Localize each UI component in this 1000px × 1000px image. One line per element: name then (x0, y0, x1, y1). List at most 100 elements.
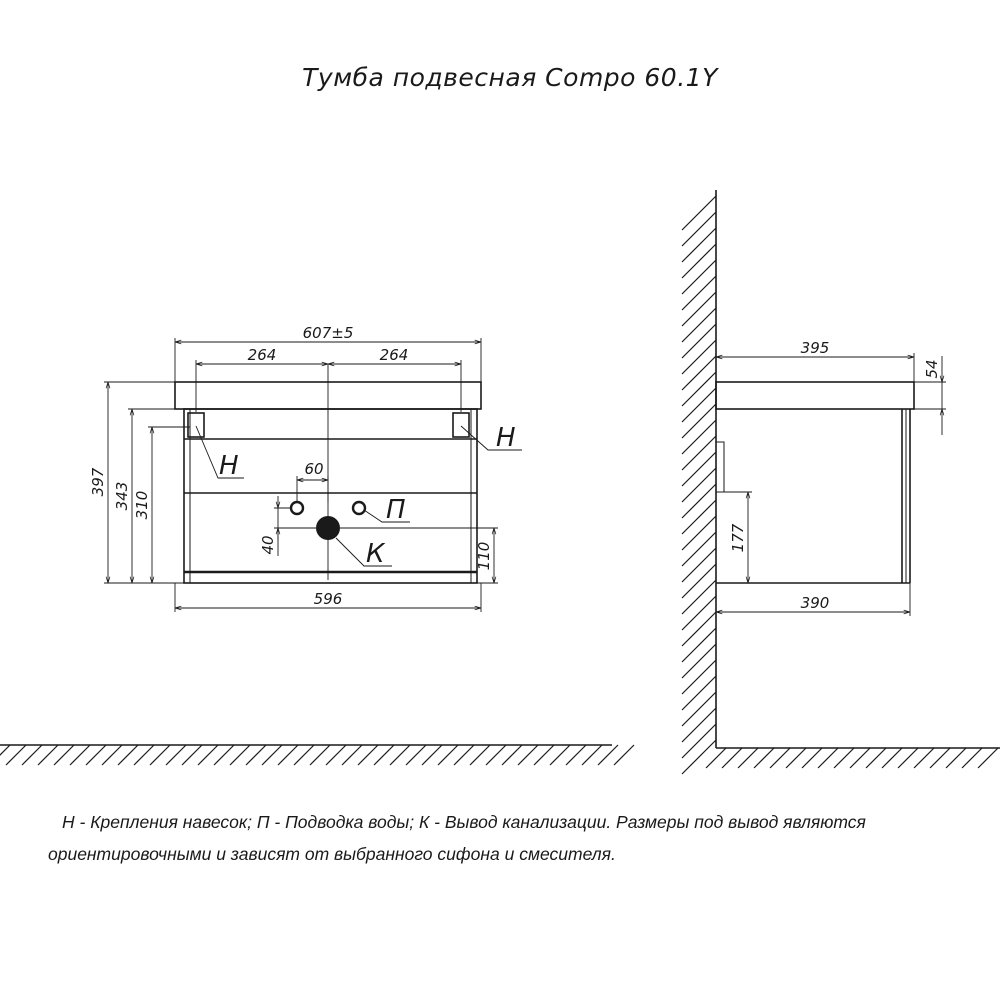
label-hanger-left: Н (219, 451, 239, 481)
dim-height-a: 343 (113, 482, 131, 511)
wall-hatch-line (681, 579, 717, 615)
wall-hatch-line (681, 531, 717, 567)
wall-hatch-line (681, 259, 717, 295)
floor-hatch-line (389, 744, 411, 766)
wall-hatch-line (681, 547, 717, 583)
legend-note-line1: Н - Крепления навесок; П - Подводка воды… (62, 812, 866, 832)
wall-hatch-line (681, 691, 717, 727)
floor-hatch-line (277, 744, 299, 766)
floor-hatch-line (517, 744, 539, 766)
front-view: 607±5 264 264 397 343 310 60 40 (89, 324, 522, 612)
floor-hatch-line (165, 744, 187, 766)
floor-hatch-line (229, 744, 251, 766)
floor-hatch-line (261, 744, 283, 766)
wall-hatch-line (681, 499, 717, 535)
floor-hatch-line (565, 744, 587, 766)
wall-hatch-line (681, 419, 717, 455)
dim-cutout-height: 177 (729, 523, 747, 552)
floor-hatch-line (849, 747, 871, 769)
floor-hatch-line (101, 744, 123, 766)
label-hanger-right: Н (496, 423, 516, 453)
dim-pipe-offset: 40 (259, 535, 277, 554)
floor-hatch-line (469, 744, 491, 766)
drawing-title: Тумба подвесная Compo 60.1Y (302, 63, 719, 92)
wall-hatch-line (681, 227, 717, 263)
dim-height-total: 397 (89, 467, 107, 496)
floor-hatch-line (533, 744, 555, 766)
wall-hatch-line (681, 307, 717, 343)
label-drain: К (366, 539, 386, 569)
floor-hatch-line (597, 744, 619, 766)
dim-top-thickness: 54 (923, 359, 941, 378)
wall-hatch-line (681, 723, 717, 759)
floor-hatch-line (865, 747, 887, 769)
floor-hatch-line (293, 744, 315, 766)
floor-hatch-line (421, 744, 443, 766)
wall-hatch-line (681, 563, 717, 599)
wall-hatch-line (681, 243, 717, 279)
wall-hatch-line (681, 515, 717, 551)
floor-hatch-line (485, 744, 507, 766)
floor-hatch-line (581, 744, 603, 766)
floor-hatch-line (149, 744, 171, 766)
floor-hatch-line (961, 747, 983, 769)
wall-hatch-line (681, 595, 717, 631)
legend-note-line2: ориентировочными и зависят от выбранного… (48, 844, 616, 864)
floor-hatch-line (977, 747, 999, 769)
floor-hatch-line (5, 744, 27, 766)
wall-hatch-line (681, 355, 717, 391)
floor-hatch-line (737, 747, 759, 769)
floor-hatch-line (117, 744, 139, 766)
wall-hatch-line (681, 195, 717, 231)
dim-half-left: 264 (248, 346, 277, 364)
wall-hatch-line (681, 371, 717, 407)
floor-hatch-line (881, 747, 903, 769)
floor-hatch-line (53, 744, 75, 766)
wall-hatch-line (681, 291, 717, 327)
floor-hatch-line (549, 744, 571, 766)
side-view: 395 54 177 390 (681, 190, 1000, 775)
side-countertop (715, 381, 915, 410)
water-inlet-left (289, 500, 305, 516)
floor-hatch-line (833, 747, 855, 769)
front-cabinet-body (183, 408, 478, 584)
wall-hatch-line (681, 627, 717, 663)
floor-hatch-line (769, 747, 791, 769)
wall-hatch-line (681, 611, 717, 647)
wall-hatch-line (681, 339, 717, 375)
floor-hatch-line (309, 744, 331, 766)
dim-height-b: 310 (133, 491, 151, 520)
floor-hatch-line (69, 744, 91, 766)
wall-hatch-line (681, 675, 717, 711)
wall-hatch-line (681, 403, 717, 439)
floor-hatch-line (405, 744, 427, 766)
floor-hatch-line (37, 744, 59, 766)
floor-hatch-line (753, 747, 775, 769)
wall-hatch-line (681, 659, 717, 695)
hanger-bracket-left (187, 412, 205, 438)
dim-side-depth-top: 395 (801, 339, 830, 357)
dim-width-total: 607±5 (303, 324, 354, 342)
floor-hatch-line (373, 744, 395, 766)
floor-hatch-line (213, 744, 235, 766)
wall-hatch-line (681, 435, 717, 471)
floor-hatch-line (325, 744, 347, 766)
wall-hatch-line (681, 323, 717, 359)
floor-hatch-line (945, 747, 967, 769)
wall-hatch-line (681, 211, 717, 247)
floor-hatch-line (133, 744, 155, 766)
floor-hatch-line (897, 747, 919, 769)
wall-hatch-line (681, 467, 717, 503)
floor-hatch-line (501, 744, 523, 766)
water-inlet-right (351, 500, 367, 516)
floor-hatch-line (721, 747, 743, 769)
wall-hatch-line (681, 451, 717, 487)
floor-hatch-line (785, 747, 807, 769)
label-water-inlet: П (386, 495, 406, 525)
wall-hatch-line (681, 387, 717, 423)
dim-half-right: 264 (380, 346, 409, 364)
wall-hatch-line (681, 483, 717, 519)
floor-hatch-line (705, 747, 727, 769)
